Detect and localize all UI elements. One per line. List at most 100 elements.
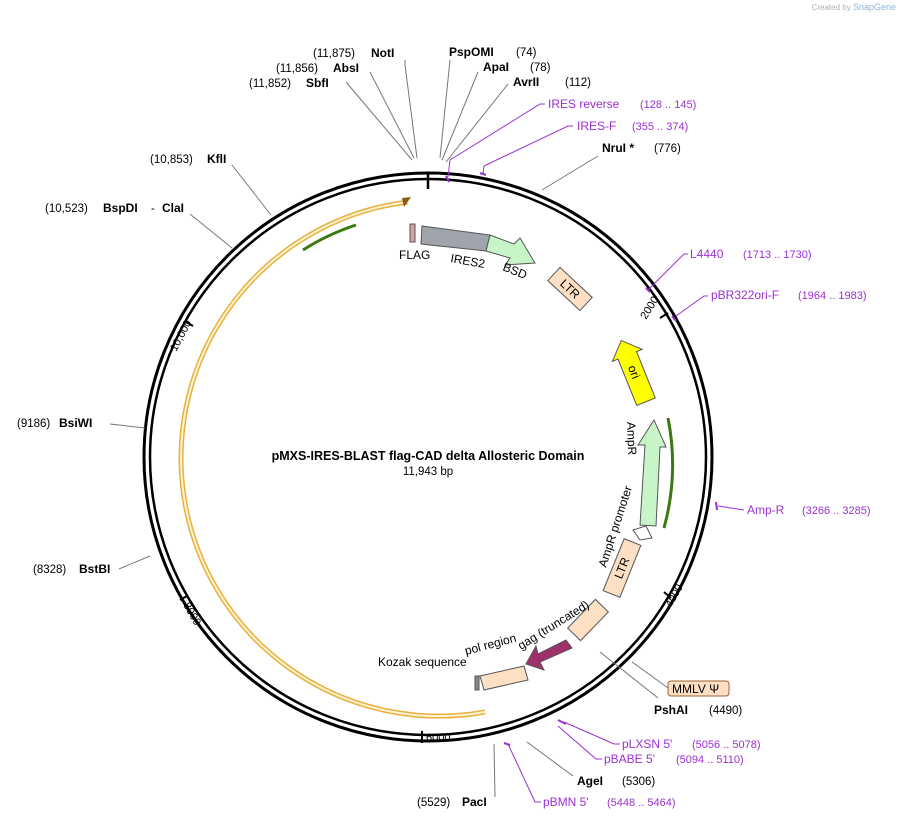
ires2-label: IRES2 — [449, 251, 486, 271]
orf-arc-head — [402, 197, 411, 207]
amp-r-leader — [717, 505, 745, 511]
enzyme-pspOMI: PspOMI — [449, 45, 494, 59]
enzyme-leaders — [109, 59, 659, 798]
enzyme-ageI: AgeI — [577, 774, 603, 788]
l4440-leader — [647, 253, 688, 291]
claI-leader — [189, 213, 233, 249]
ires2-feature — [420, 225, 491, 252]
primer-ires-f: IRES-F — [577, 119, 616, 133]
kflI-leader — [231, 164, 272, 216]
enzyme-avrII: AvrII — [513, 75, 539, 89]
green-arrow-top — [302, 223, 357, 252]
primer-pbmn: pBMN 5' — [543, 795, 589, 809]
ampr-promoter-feature — [632, 525, 653, 541]
plxsn-leader — [563, 721, 620, 745]
plasmid-size: 11,943 bp — [403, 466, 453, 478]
ires-reverse-leader — [447, 103, 545, 178]
ltr-bottom-feature: LTR — [602, 538, 642, 598]
orf-arc-inner — [180, 201, 486, 718]
ampr-label: AmpR — [624, 422, 639, 456]
backbone-outer — [142, 171, 714, 743]
snapgene-credit: Created by SnapGene — [812, 2, 896, 12]
kozak-label: Kozak sequence — [378, 655, 467, 669]
mmlv-psi-segment — [566, 598, 610, 642]
primer-plxsn-range: (5056 .. 5078) — [692, 739, 761, 751]
enzyme-kflI: KflI — [207, 152, 226, 166]
tick-4000: 4000 — [663, 582, 686, 609]
ori-label: ori — [625, 363, 643, 381]
gag-feature — [525, 639, 573, 671]
tick-10000-mark — [185, 321, 194, 327]
ageI-leader — [526, 741, 574, 777]
pspOMI-leader — [439, 59, 451, 159]
primer-pbr322ori-f-range: (1964 .. 1983) — [798, 290, 867, 302]
avrII-leader — [445, 83, 509, 163]
ori-feature: ori — [611, 339, 656, 407]
notI-leader — [404, 60, 418, 159]
primer-pbabe-range: (5094 .. 5110) — [676, 754, 744, 766]
enzyme-absI: AbsI — [333, 61, 359, 75]
tick-4000-mark — [663, 591, 672, 599]
primer-ires-reverse: IRES reverse — [548, 97, 620, 111]
bstBI-leader — [118, 555, 151, 570]
enzyme-bspDI: BspDI — [103, 201, 138, 215]
tick-8000: 8000 — [180, 601, 203, 628]
primer-plxsn: pLXSN 5' — [622, 737, 672, 751]
enzyme-ageI-pos: (5306) — [622, 776, 655, 788]
tick-8000-mark — [179, 595, 188, 601]
primer-pbabe: pBABE 5' — [604, 752, 655, 766]
enzyme-apaI: ApaI — [483, 60, 509, 74]
mmlv-box — [667, 680, 730, 697]
enzyme-bsiWI-pos: (9186) — [17, 418, 50, 430]
bsiWI-leader — [109, 423, 146, 429]
primer-ires-f-range: (355 .. 374) — [632, 121, 688, 133]
primer-amp-r: Amp-R — [747, 503, 785, 517]
primer-pbr322ori-f: pBR322ori-F — [711, 288, 779, 302]
pbr322-leader — [675, 295, 708, 317]
absI-leader — [369, 71, 415, 159]
enzyme-avrII-pos: (112) — [565, 77, 591, 89]
primer-l4440-range: (1713 .. 1730) — [743, 249, 812, 261]
bsd-feature — [485, 234, 536, 266]
pbabe-leader — [557, 725, 602, 760]
green-arrow-right — [662, 417, 675, 529]
enzyme-bspDI-pos: (10,523) — [45, 203, 88, 215]
enzyme-nruI: NruI * — [602, 141, 634, 155]
primer-leaders — [447, 103, 745, 803]
primer-amp-r-range: (3266 .. 3285) — [802, 505, 871, 517]
mmlv-leader — [631, 661, 669, 689]
pbmn-leader — [507, 743, 541, 803]
enzyme-apaI-pos: (78) — [530, 62, 551, 74]
enzyme-notI-pos: (11,875) — [313, 48, 355, 60]
tick-2000: 2000 — [638, 294, 661, 321]
mmlv-label: MMLV Ψ — [672, 682, 719, 696]
enzyme-pspOMI-pos: (74) — [516, 47, 537, 59]
enzyme-bsiWI: BsiWI — [59, 416, 92, 430]
primer-ires-reverse-range: (128 .. 145) — [640, 99, 696, 111]
ampr-feature — [637, 418, 667, 527]
enzyme-absI-pos: (11,856) — [276, 63, 318, 75]
primer-marks — [445, 172, 718, 746]
enzyme-sbfI: SbfI — [306, 76, 329, 90]
enzyme-pshAI: PshAI — [654, 703, 688, 717]
enzyme-nruI-pos: (776) — [654, 143, 681, 155]
enzyme-bstBI: BstBI — [79, 562, 110, 576]
enzyme-pshAI-pos: (4490) — [709, 705, 742, 717]
tick-2000-mark — [659, 312, 669, 319]
enzyme-sbfI-pos: (11,852) — [249, 78, 291, 90]
enzyme-claI: ClaI — [162, 201, 184, 215]
nruI-leader — [541, 155, 599, 191]
pacI-leader — [493, 743, 496, 798]
sbfI-leader — [345, 81, 413, 161]
pshAI-leader — [599, 651, 659, 699]
pol-label: pol region — [463, 631, 518, 658]
primer-l4440: L4440 — [690, 247, 724, 261]
ltr-top-feature: LTR — [547, 266, 593, 312]
ires-f-leader — [482, 125, 573, 175]
enzyme-pacI-pos: (5529) — [417, 797, 450, 809]
flag-label: FLAG — [399, 248, 430, 262]
primer-pbmn-range: (5448 .. 5464) — [607, 797, 676, 809]
enzyme-separator: - — [151, 203, 155, 215]
flag-feature — [409, 223, 416, 243]
